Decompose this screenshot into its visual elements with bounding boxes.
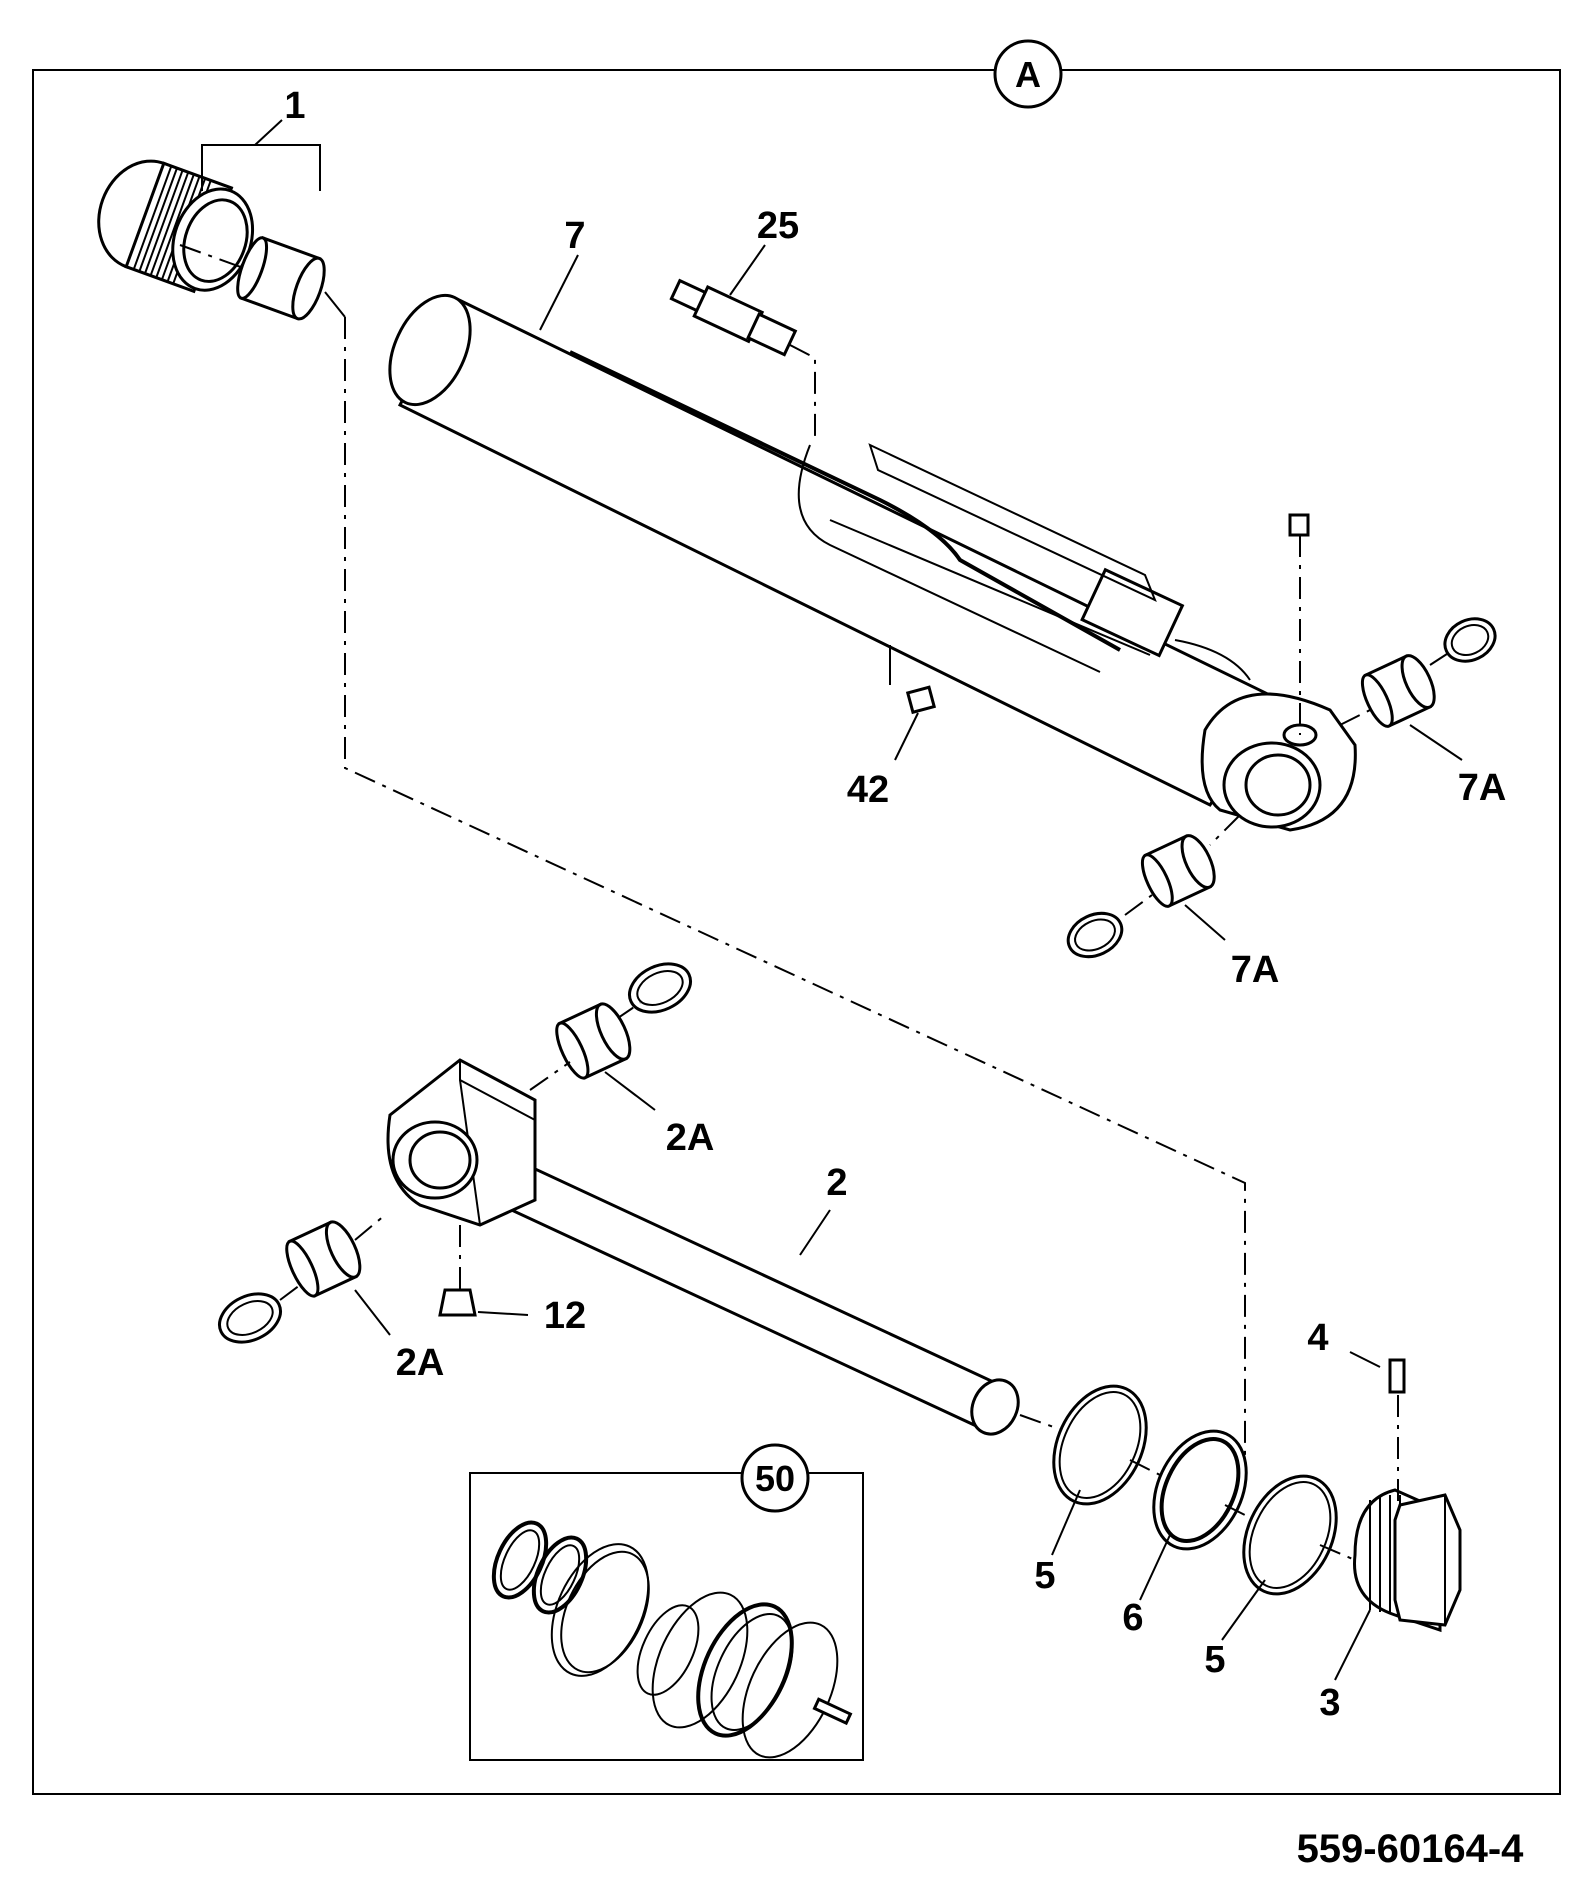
seal-kit-inset-50: 50: [469, 1443, 864, 1761]
callout-7a-right: 7A: [1458, 767, 1507, 809]
head-seals-part-5-6: [1052, 1384, 1356, 1596]
callout-25: 25: [757, 205, 799, 247]
callout-6: 6: [1122, 1597, 1143, 1639]
callout-4: 4: [1307, 1317, 1328, 1359]
callout-42: 42: [847, 769, 889, 811]
drawing-number: 559-60164-4: [1297, 1827, 1525, 1871]
callout-2a-lower: 2A: [396, 1342, 445, 1384]
rod-bushings-part-2a: [218, 962, 692, 1344]
cylinder-head-part-3: [1349, 1351, 1462, 1633]
piston-rod-part-2: [386, 1058, 1091, 1441]
diagram-frame: [32, 69, 1561, 1795]
gland-assembly-part-1: [97, 119, 346, 321]
check-valve-part-25: [669, 278, 816, 440]
callout-3: 3: [1319, 1682, 1340, 1724]
svg-text:A: A: [1015, 54, 1041, 95]
view-marker-a: A: [993, 39, 1063, 109]
assembly-centerline: [344, 317, 1246, 1482]
cylinder-barrel-part-7: [388, 293, 1357, 832]
callout-7: 7: [564, 215, 585, 257]
callout-12: 12: [544, 1295, 586, 1337]
callout-7a-lower: 7A: [1231, 949, 1280, 991]
callout-2a-upper: 2A: [666, 1117, 715, 1159]
barrel-bushings-part-7a: [1066, 617, 1497, 959]
callout-5-right: 5: [1204, 1639, 1225, 1681]
callout-1: 1: [284, 85, 305, 127]
callout-5-left: 5: [1034, 1555, 1055, 1597]
svg-text:50: 50: [755, 1458, 795, 1499]
callout-2: 2: [826, 1162, 847, 1204]
